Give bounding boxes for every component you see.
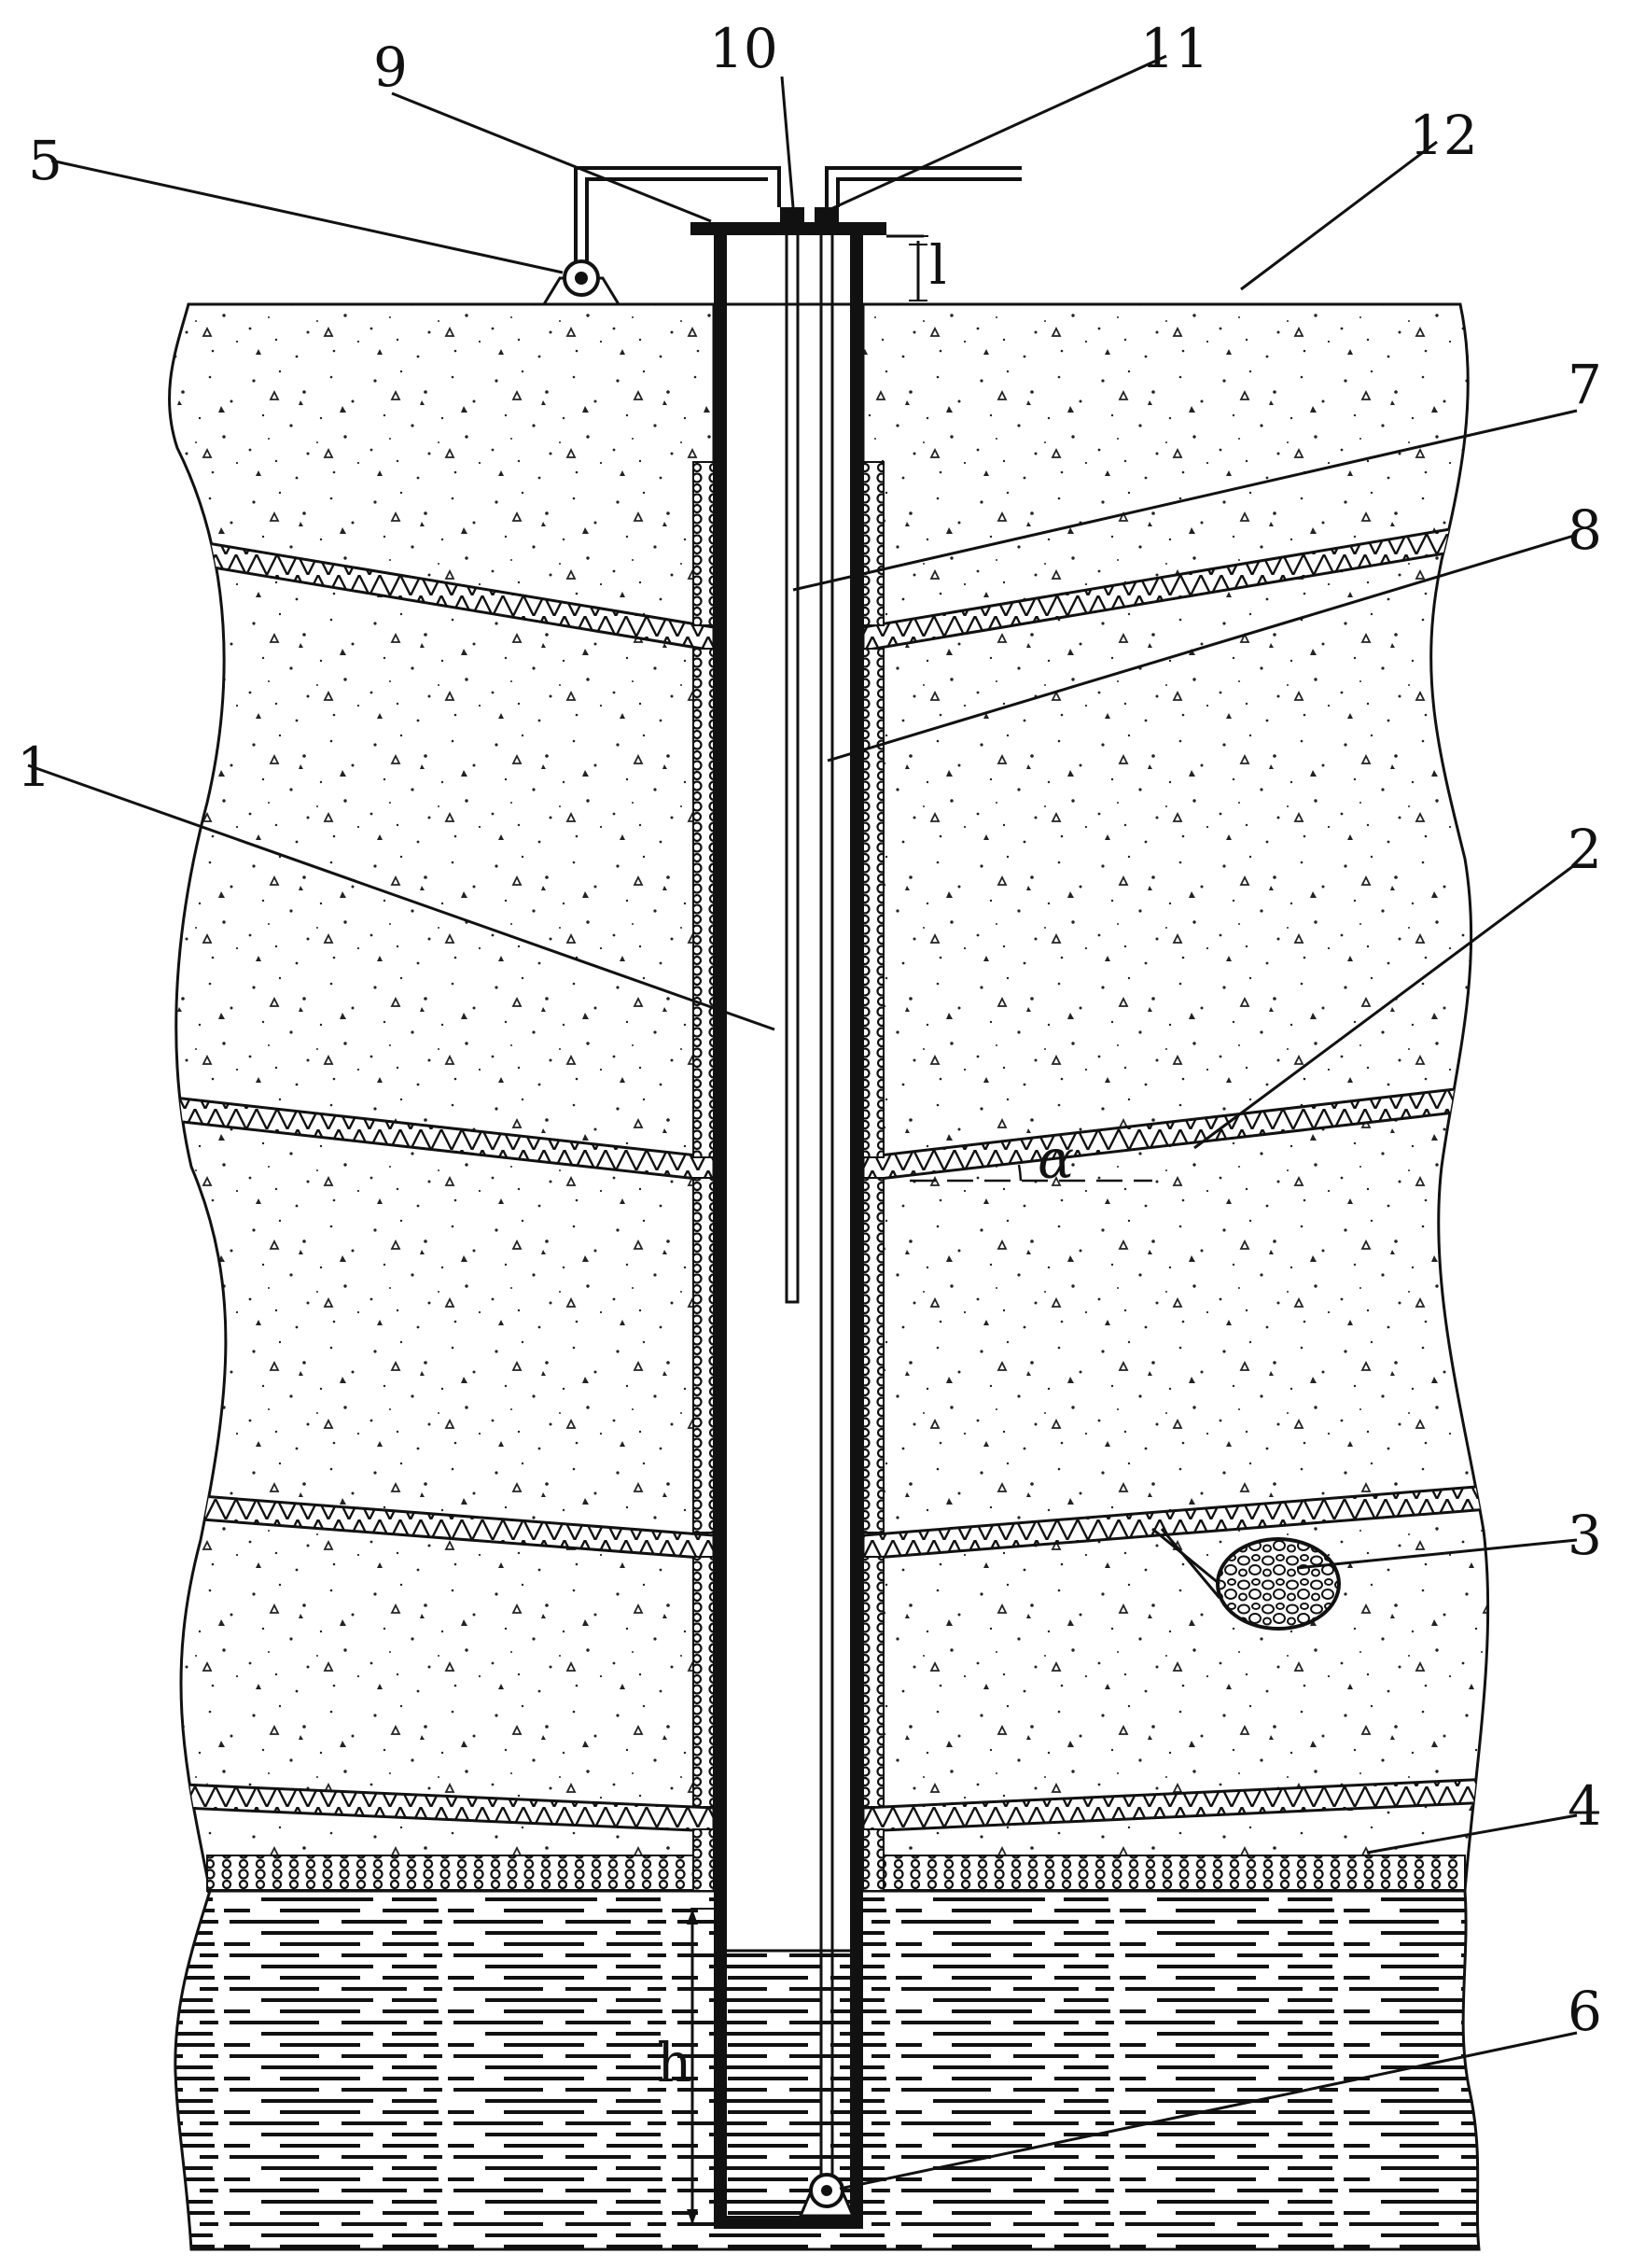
dimension-l: l xyxy=(886,233,947,301)
angle-alpha-label: α xyxy=(1038,1127,1074,1191)
label-8: 8 xyxy=(1568,498,1602,562)
callout-numbers: 5 9 10 11 12 7 8 1 2 3 4 6 xyxy=(17,17,1602,2043)
dimension-h: h xyxy=(657,1908,714,2226)
submersible-pump xyxy=(798,2173,856,2218)
angle-alpha: α xyxy=(910,1127,1152,1191)
label-1: 1 xyxy=(17,735,51,799)
label-11: 11 xyxy=(1140,17,1209,80)
leader-lines xyxy=(27,54,1578,2191)
right-inclined-filter-layers xyxy=(863,517,1488,1833)
label-12: 12 xyxy=(1409,104,1478,167)
left-inclined-filter-layers xyxy=(169,530,715,1833)
label-9: 9 xyxy=(373,35,408,99)
label-5: 5 xyxy=(28,129,63,192)
filter-material-detail xyxy=(1151,1527,1341,1631)
dimension-h-label: h xyxy=(657,2031,691,2094)
external-pipes xyxy=(574,166,1022,275)
dimension-l-label: l xyxy=(929,233,947,297)
label-4: 4 xyxy=(1568,1774,1602,1838)
well-casing xyxy=(714,233,863,2229)
label-3: 3 xyxy=(1568,1504,1602,1567)
well-head xyxy=(690,207,924,238)
surface-pump xyxy=(541,259,621,306)
label-7: 7 xyxy=(1568,353,1602,416)
left-soil-mass xyxy=(168,302,716,1893)
label-10: 10 xyxy=(709,17,778,80)
label-6: 6 xyxy=(1568,1980,1602,2043)
label-2: 2 xyxy=(1568,818,1602,881)
